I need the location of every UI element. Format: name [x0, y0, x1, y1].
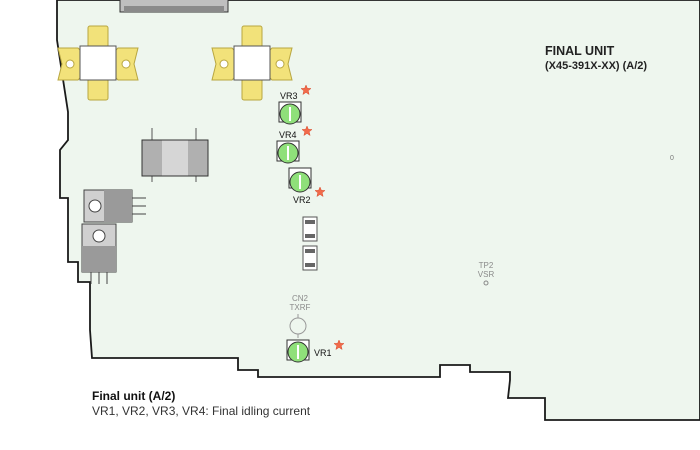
vr2-label: VR2 [293, 195, 311, 205]
final-transistor-left [57, 25, 139, 101]
cn2-label-line2: TXRF [289, 303, 311, 312]
vr1-label: VR1 [314, 348, 332, 358]
caption-title: Final unit (A/2) [92, 389, 176, 403]
top-chip [119, 0, 229, 13]
caption-text: VR1, VR2, VR3, VR4: Final idling current [92, 404, 311, 418]
tp2-test-point [483, 280, 489, 286]
vr3-label: VR3 [280, 91, 298, 101]
star-marker-vr1 [333, 339, 345, 351]
regulator-lower [81, 223, 117, 284]
tp2-label-line1: TP2 [478, 261, 494, 270]
tp2-label-line2: VSR [477, 270, 495, 279]
regulator-upper [83, 189, 146, 223]
star-marker-vr4 [301, 125, 313, 137]
cn2-connector [289, 314, 307, 338]
star-marker-vr3 [300, 84, 312, 96]
unit-code: (X45-391X-XX) (A/2) [545, 60, 648, 72]
cn2-label-line1: CN2 [291, 294, 308, 303]
trimmer-vr3 [278, 101, 302, 125]
final-transistor-right [211, 25, 293, 101]
cn2-label: CN2 TXRF [283, 294, 317, 312]
smd-component-lower [302, 245, 318, 271]
trimmer-vr2 [288, 167, 312, 193]
relay-component [141, 128, 209, 182]
vr4-label: VR4 [279, 130, 297, 140]
corner-mark: 0 [670, 155, 674, 162]
trimmer-vr1 [286, 339, 310, 363]
pcb-board [56, 0, 700, 421]
star-marker-vr2 [314, 186, 326, 198]
tp2-label: TP2 VSR [470, 261, 502, 279]
trimmer-vr4 [276, 140, 300, 164]
smd-component-upper [302, 216, 318, 242]
unit-title: FINAL UNIT [545, 44, 615, 58]
